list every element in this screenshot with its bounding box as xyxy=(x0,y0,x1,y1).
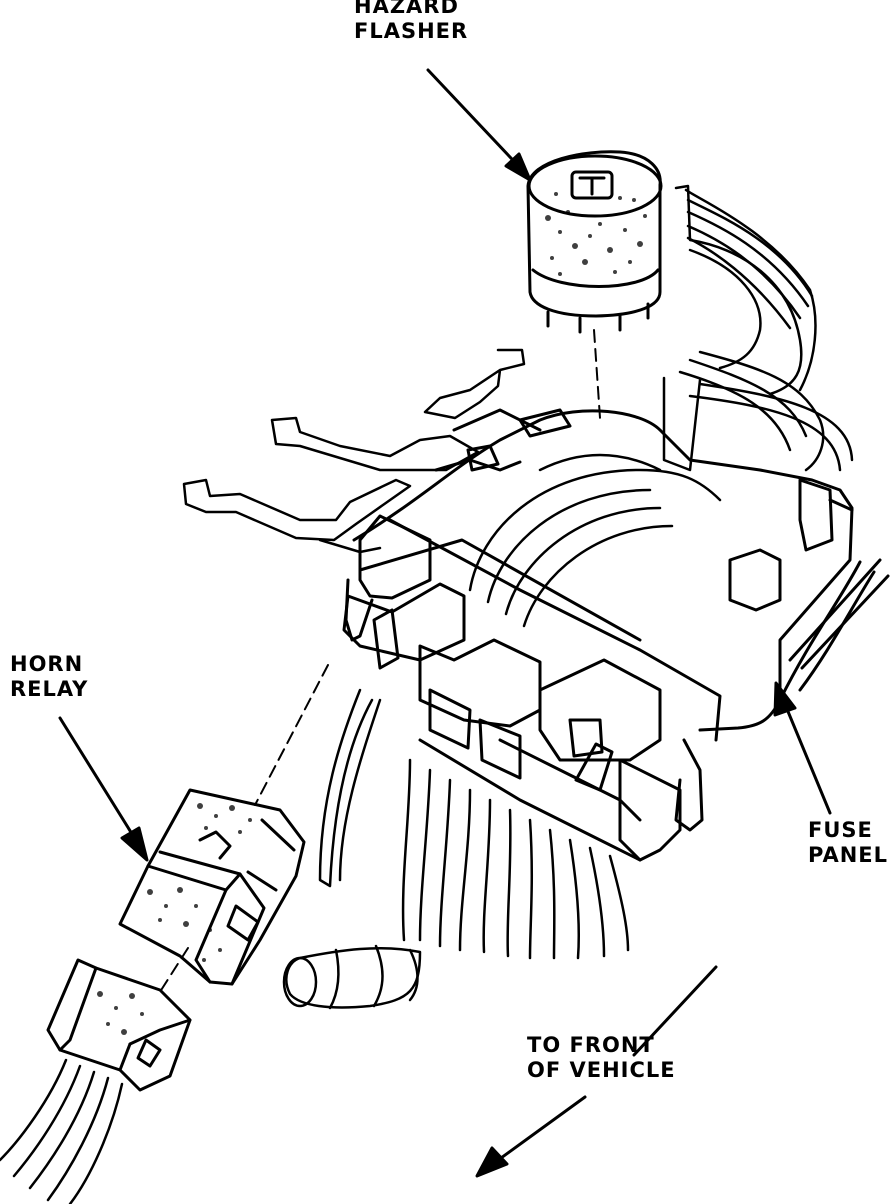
relay-alignment-line xyxy=(254,664,329,806)
front-of-vehicle-label-line1: TO FRONT xyxy=(527,1033,655,1057)
horn-relay-connector xyxy=(0,958,192,1204)
hazard-flasher-label: HAZARD FLASHER xyxy=(354,0,468,44)
fuse-panel-label: FUSE PANEL xyxy=(808,818,888,868)
upper-wiring-harness xyxy=(662,184,854,472)
fuse-panel-label-line1: FUSE xyxy=(808,818,873,842)
lower-wiring-harness xyxy=(282,453,722,1010)
panel-connectors xyxy=(342,514,704,862)
horn-relay-label-line1: HORN xyxy=(10,652,84,676)
hazard-flasher-label-line1: HAZARD xyxy=(354,0,459,18)
horn-relay-label-line2: RELAY xyxy=(10,677,89,701)
hazard-flasher-label-line2: FLASHER xyxy=(354,19,469,43)
horn-relay-arrow xyxy=(58,716,149,862)
front-of-vehicle-arrow xyxy=(475,965,718,1178)
hazard-flasher-arrow xyxy=(426,68,532,182)
front-of-vehicle-label-line2: OF VEHICLE xyxy=(527,1058,676,1082)
fuse-panel xyxy=(344,408,890,742)
horn-relay xyxy=(118,788,306,986)
printed-circuit-strips xyxy=(182,348,526,554)
horn-relay-label: HORN RELAY xyxy=(10,652,88,702)
relay-connector-alignment-line xyxy=(157,947,189,996)
flasher-alignment-line xyxy=(593,329,601,419)
front-of-vehicle-label: TO FRONT OF VEHICLE xyxy=(527,1033,676,1083)
hazard-flasher xyxy=(526,150,663,334)
fuse-panel-label-line2: PANEL xyxy=(808,843,889,867)
fuse-panel-arrow xyxy=(773,681,832,815)
